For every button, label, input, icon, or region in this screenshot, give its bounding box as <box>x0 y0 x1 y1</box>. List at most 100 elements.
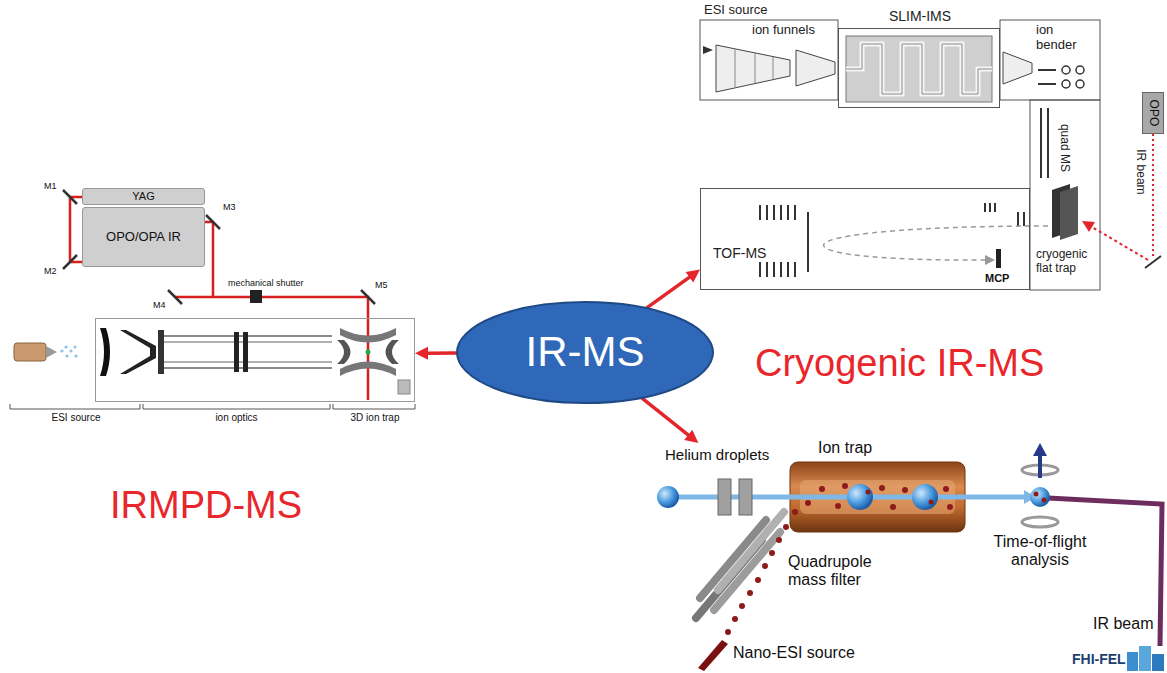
laser-beam <box>205 222 213 297</box>
ion <box>947 504 953 510</box>
mirror-label: M3 <box>223 202 236 212</box>
slim-ims-box: SLIM-IMS <box>838 28 1000 108</box>
trap-endcap <box>340 328 396 343</box>
nano-esi-needle <box>698 640 728 671</box>
reflectron-plate <box>794 205 796 220</box>
fel-building <box>1127 652 1138 671</box>
ion <box>762 563 768 569</box>
ion <box>902 487 908 493</box>
quad-aperture <box>739 479 752 515</box>
section-bracket <box>333 404 415 409</box>
trap-label: Ion trap <box>818 439 872 457</box>
spray-droplet <box>69 349 72 352</box>
part-label: quad MS <box>1057 124 1071 172</box>
ir-beam-dotted <box>1092 227 1148 260</box>
mirror-label: M2 <box>44 266 57 276</box>
ion-trap-cylinder: Ion trap <box>790 462 965 532</box>
ion <box>805 500 811 506</box>
bender-electrode <box>1076 66 1084 74</box>
mirror-label: M5 <box>375 280 388 290</box>
trap-ring <box>386 340 400 364</box>
flight-path-head <box>985 255 995 265</box>
reflectron-plate <box>780 262 782 277</box>
mcp-detector <box>996 249 1001 268</box>
helium-droplet <box>657 486 679 508</box>
extraction-plate <box>1023 212 1025 226</box>
ion <box>776 537 782 543</box>
ion <box>819 486 825 492</box>
opo-box: OPO <box>1142 92 1164 134</box>
spray-droplet <box>73 345 76 348</box>
esi-needle <box>14 343 46 361</box>
reflectron-plate <box>773 205 775 220</box>
arrow-head <box>415 347 428 360</box>
lens-plate <box>243 332 248 372</box>
part-label: Nano-ESI source <box>733 644 855 662</box>
extraction-plate <box>984 203 986 212</box>
spray-droplet <box>74 354 77 357</box>
detector <box>398 380 410 394</box>
detector-label: MCP <box>985 272 1009 285</box>
ion <box>842 483 848 489</box>
fel-beam <box>1048 498 1162 646</box>
quadrupole-rod <box>1040 108 1042 178</box>
ion <box>890 504 896 510</box>
laser-box: YAG <box>82 188 205 205</box>
section-label: ESI source <box>11 412 141 424</box>
reflectron-plate <box>759 205 761 220</box>
part-label: ESI source <box>704 3 768 18</box>
box-label: OPO/OPA IR <box>106 230 181 245</box>
spray-droplet <box>60 349 63 352</box>
beam-label: IR beam <box>1133 149 1147 194</box>
part-label: cryogenic flat trap <box>1036 248 1098 276</box>
ir-beam-head <box>1082 221 1095 232</box>
reflectron-plate <box>787 262 789 277</box>
mechanical-shutter <box>250 290 262 303</box>
quad-chamber <box>1030 100 1100 290</box>
reflectron-plate <box>759 262 761 277</box>
ion <box>725 629 731 635</box>
ion <box>1034 492 1039 497</box>
ion-funnel <box>796 50 835 86</box>
mirror <box>63 255 77 269</box>
trap-ring <box>337 340 351 364</box>
box-label: YAG <box>132 190 154 203</box>
spray-droplet <box>65 354 68 357</box>
part-label: ion funnels <box>752 23 815 38</box>
bender-electrode <box>1076 80 1084 88</box>
facility-label: FHI-FEL <box>1072 651 1126 667</box>
tof-ms-box: TOF-MS MCP <box>700 188 1030 290</box>
part-label: Quadrupole mass filter <box>788 553 888 590</box>
bender-electrode <box>1062 80 1070 88</box>
section-bracket <box>10 404 140 409</box>
mirror-label: M1 <box>44 181 57 191</box>
ion <box>792 509 798 515</box>
arrow-shaft <box>642 398 689 436</box>
ion <box>866 490 871 495</box>
trap-endcap <box>340 362 396 377</box>
ion <box>747 590 753 596</box>
box-label: TOF-MS <box>713 245 766 261</box>
section-title: IRMPD-MS <box>110 484 302 528</box>
ir-beam-dotted <box>1152 134 1154 258</box>
lens-plate <box>158 330 164 374</box>
helium-droplet <box>1030 487 1050 507</box>
ion-funnel-plate <box>755 53 756 83</box>
ion-flight-path <box>824 226 1048 260</box>
reflectron-plate <box>794 262 796 277</box>
box-label: OPO <box>1146 100 1160 127</box>
reflectron-plate <box>780 205 782 220</box>
reflectron-back <box>807 212 809 272</box>
ion-funnel-plate <box>735 49 736 88</box>
laser-beam <box>175 297 368 400</box>
ion-funnel-plate <box>773 57 774 79</box>
skimmer-cone <box>120 330 156 374</box>
mirror <box>361 290 375 304</box>
reflectron-plate <box>787 205 789 220</box>
helium-droplet <box>912 484 938 510</box>
bender-electrode <box>1038 83 1056 85</box>
connector-arrow <box>642 398 699 443</box>
ion <box>1042 498 1047 503</box>
instrument-housing: ESI sourceion optics3D ion trap <box>95 318 415 402</box>
